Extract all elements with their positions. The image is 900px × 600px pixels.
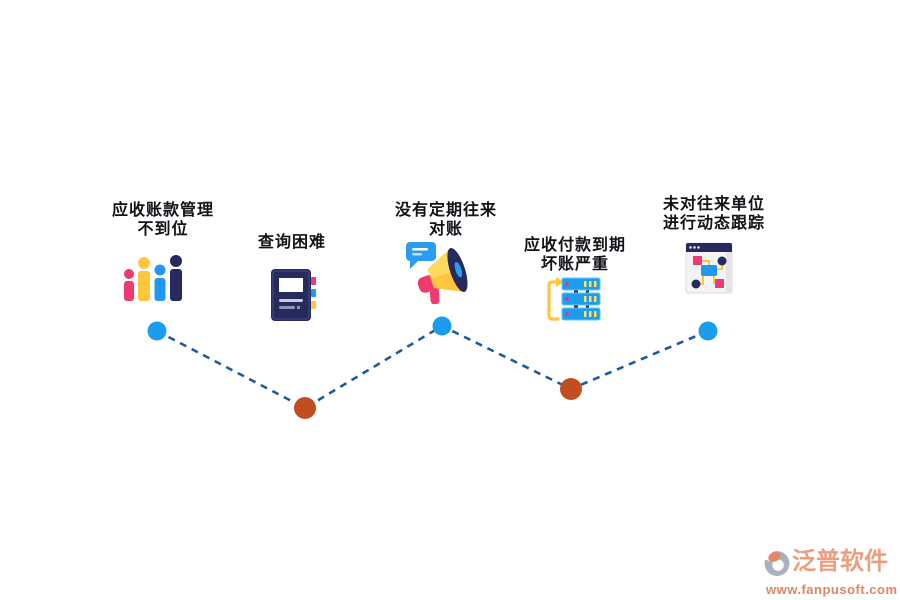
- node-dot-orange: [294, 397, 316, 419]
- brand-url: www.fanpusoft.com: [766, 582, 898, 597]
- notebook-icon: [271, 269, 317, 321]
- problem-label: 应收账款管理 不到位: [73, 201, 253, 239]
- brand-watermark: 泛普软件 www.fanpusoft.com: [758, 542, 898, 597]
- megaphone-icon: [402, 242, 478, 305]
- label-line: 应收付款到期: [523, 237, 626, 254]
- node-dot-blue: [698, 321, 718, 341]
- dashed-line: [156, 324, 709, 410]
- label-line: 查询困难: [257, 234, 326, 251]
- problem-label: 应收付款到期 坏账严重: [485, 236, 665, 274]
- label-line: 应收账款管理: [111, 202, 214, 219]
- label-line: 没有定期往来: [394, 202, 497, 219]
- brand-name: 泛普软件: [792, 548, 888, 575]
- server-sync-icon: [538, 275, 602, 323]
- node-dot-orange: [560, 378, 582, 400]
- node-dot-blue: [147, 321, 167, 341]
- node-dot-blue: [432, 316, 452, 336]
- problem-label: 未对往来单位 进行动态跟踪: [624, 195, 804, 233]
- label-line: 未对往来单位: [662, 196, 765, 213]
- problem-label: 没有定期往来 对账: [356, 201, 536, 239]
- label-line: 进行动态跟踪: [662, 215, 765, 232]
- label-line: 不到位: [137, 221, 189, 238]
- problem-label: 查询困难: [202, 233, 382, 252]
- label-line: 对账: [428, 221, 463, 238]
- label-line: 坏账严重: [540, 256, 609, 273]
- flowchart-window-icon: [685, 242, 733, 294]
- brand-logo-icon: [758, 542, 791, 582]
- people-bar-chart-icon: [122, 255, 184, 303]
